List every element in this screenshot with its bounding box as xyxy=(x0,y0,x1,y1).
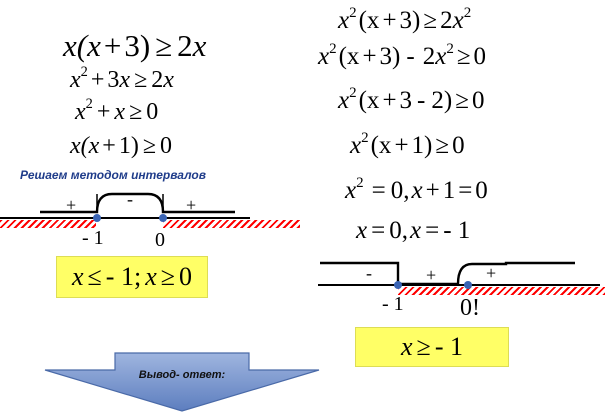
right-point-zero xyxy=(464,281,472,289)
down-arrow-icon xyxy=(44,352,320,412)
left-equation-2: x2+3x≥2x xyxy=(70,64,174,93)
method-caption: Решаем методом интервалов xyxy=(20,168,206,182)
left-sign-plus-2: + xyxy=(186,195,197,215)
left-hatch-left xyxy=(0,220,96,228)
right-sign-plus-1: + xyxy=(426,265,437,285)
right-sign-minus: - xyxy=(366,263,372,283)
left-equation-1: x(x+3)≥2x xyxy=(63,28,207,63)
right-equation-1: x2(x+3)≥2x2 xyxy=(338,4,472,34)
right-equation-4: x2(x+1)≥0 xyxy=(350,129,465,159)
right-sign-plus-2: + xyxy=(486,263,497,283)
left-hatch-right xyxy=(163,220,300,228)
right-hatch xyxy=(398,287,605,295)
right-number-line: - + + - 1 0! xyxy=(300,250,605,340)
left-label-zero: 0 xyxy=(155,229,165,251)
right-point-minus1 xyxy=(394,281,402,289)
right-label-zero: 0! xyxy=(460,295,480,321)
left-equation-3: x2+x≥0 xyxy=(75,96,159,125)
left-label-minus1: - 1 xyxy=(82,227,104,249)
right-answer-box: x≥- 1 xyxy=(355,327,509,367)
left-point-zero xyxy=(159,214,167,222)
left-number-line: + - + - 1 0 xyxy=(0,180,300,250)
right-label-minus1: - 1 xyxy=(382,293,404,315)
right-equation-5: x2=0,x+1=0 xyxy=(345,174,488,204)
left-answer-box: x≤- 1;x≥0 xyxy=(56,256,208,298)
left-sign-arcs xyxy=(40,192,235,214)
left-sign-minus: - xyxy=(127,189,133,209)
left-axis-line xyxy=(0,217,250,219)
answer-arrow-shape: Вывод- ответ: xyxy=(43,352,321,412)
right-sign-arcs xyxy=(320,261,575,286)
arrow-label: Вывод- ответ: xyxy=(138,369,226,381)
left-sign-plus-1: + xyxy=(66,195,77,215)
right-equation-3: x2(x+3-2)≥0 xyxy=(338,84,485,114)
left-point-minus1 xyxy=(93,214,101,222)
right-equation-6: x=0,x=- 1 xyxy=(356,217,471,244)
left-equation-4: x(x+1)≥0 xyxy=(70,133,173,159)
right-axis-line xyxy=(318,284,600,286)
right-equation-2: x2(x+3)-2x2≥0 xyxy=(318,40,487,70)
